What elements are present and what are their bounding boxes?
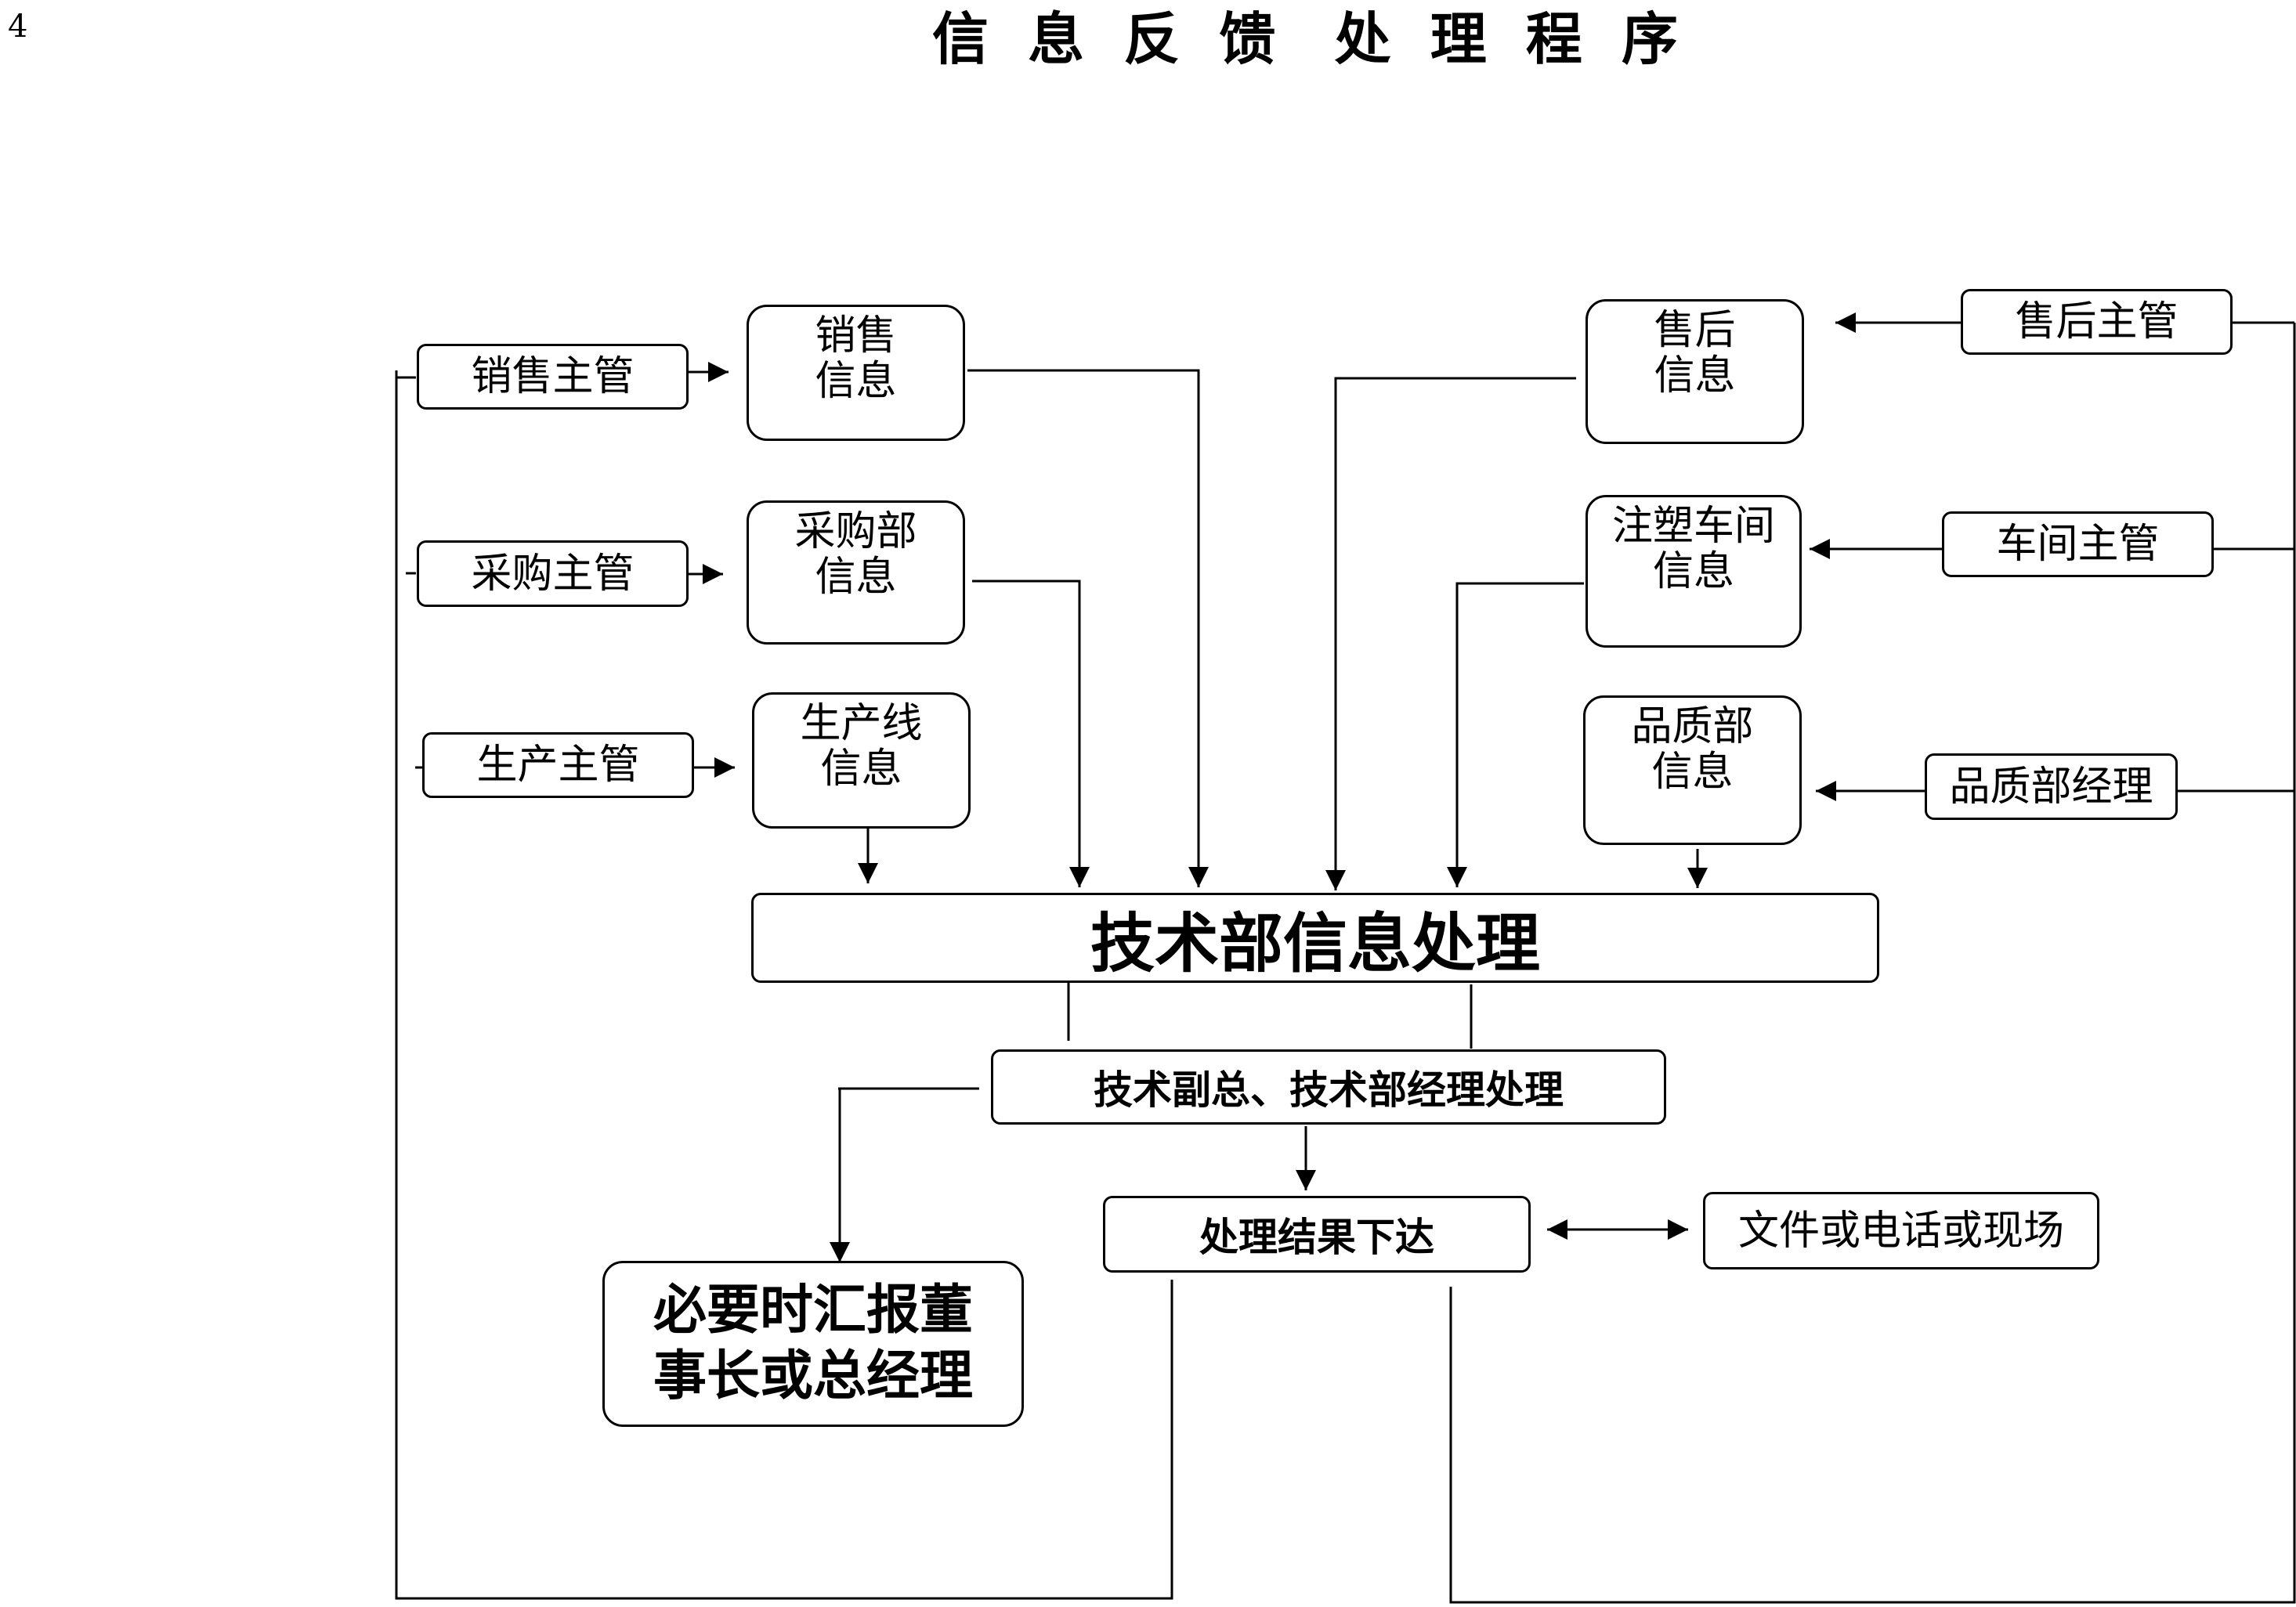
sales-info-box: 销售 信息: [747, 305, 965, 441]
wire-purchase-info: [972, 580, 1090, 887]
report-to-chairman-box: 必要时汇报董 事长或总经理: [602, 1261, 1024, 1427]
aftersales-info-box: 售后 信息: [1586, 299, 1804, 444]
quality-manager-box: 品质部经理: [1925, 753, 2178, 820]
wire-sales-info: [967, 369, 1209, 887]
wire-aftersales-info: [1325, 377, 1576, 890]
workshop-manager-box: 车间主管: [1942, 511, 2214, 577]
result-dispatch-box: 处理结果下达: [1103, 1196, 1531, 1273]
sales-manager-box: 销售主管: [417, 344, 689, 410]
wire-workshop-info: [1447, 582, 1584, 887]
tech-dept-processing-box: 技术部信息处理: [751, 893, 1879, 983]
deputy-processing-box: 技术副总、技术部经理处理: [991, 1049, 1666, 1125]
purchase-manager-box: 采购主管: [417, 540, 689, 607]
purchase-info-box: 采购部 信息: [747, 500, 965, 645]
page-title: 信 息 反 馈 处 理 程 序: [932, 5, 1678, 72]
molding-workshop-info-box: 注塑车间 信息: [1586, 495, 1802, 648]
production-line-info-box: 生产线 信息: [752, 692, 971, 829]
channel-box: 文件或电话或现场: [1703, 1192, 2099, 1269]
right-feedback-line: [1449, 323, 2296, 1604]
production-manager-box: 生产主管: [422, 732, 694, 798]
aftersales-manager-box: 售后主管: [1961, 289, 2233, 355]
left-feedback-line: [395, 370, 1173, 1600]
wire-deputy-report: [838, 1087, 979, 1262]
page-number: 4: [8, 9, 28, 45]
quality-dept-info-box: 品质部 信息: [1583, 695, 1802, 845]
